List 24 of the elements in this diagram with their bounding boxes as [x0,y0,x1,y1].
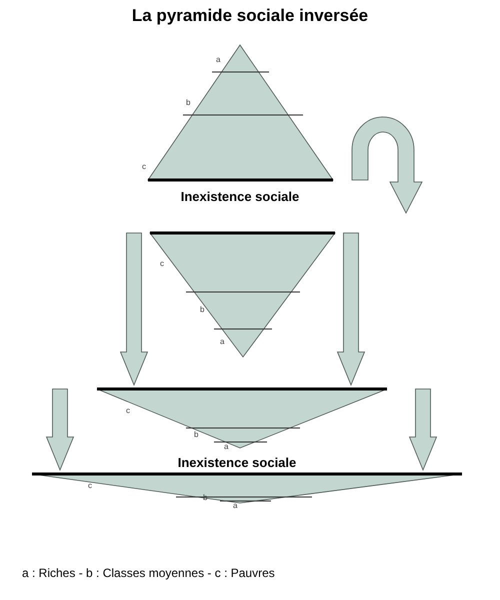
section-letter: b [186,98,190,107]
section-letter: a [224,442,228,451]
pyramid-triangle [97,387,387,450]
section-letter: c [126,406,130,415]
caption-text: Inexistence sociale [178,455,296,470]
legend-text: a : Riches - b : Classes moyennes - c : Pauvres [22,566,275,580]
caption-text: Inexistence sociale [180,189,300,204]
block-arrow [120,232,148,386]
section-letter: b [200,305,204,314]
block-arrow [336,232,366,386]
section-letter: a [220,337,224,346]
pyramid-triangle [32,472,462,505]
pyramid-triangle [150,231,335,359]
pyramid-triangle [148,43,333,182]
section-letter: c [88,481,92,490]
section-letter: b [194,430,198,439]
section-letter: c [160,259,164,268]
block-arrow [352,116,422,214]
section-letter: a [233,501,238,510]
section-letter: a [216,55,220,64]
block-arrow [46,388,74,472]
title: La pyramide sociale inversée [132,6,368,26]
block-arrow [408,388,438,472]
section-letter: c [142,162,146,171]
